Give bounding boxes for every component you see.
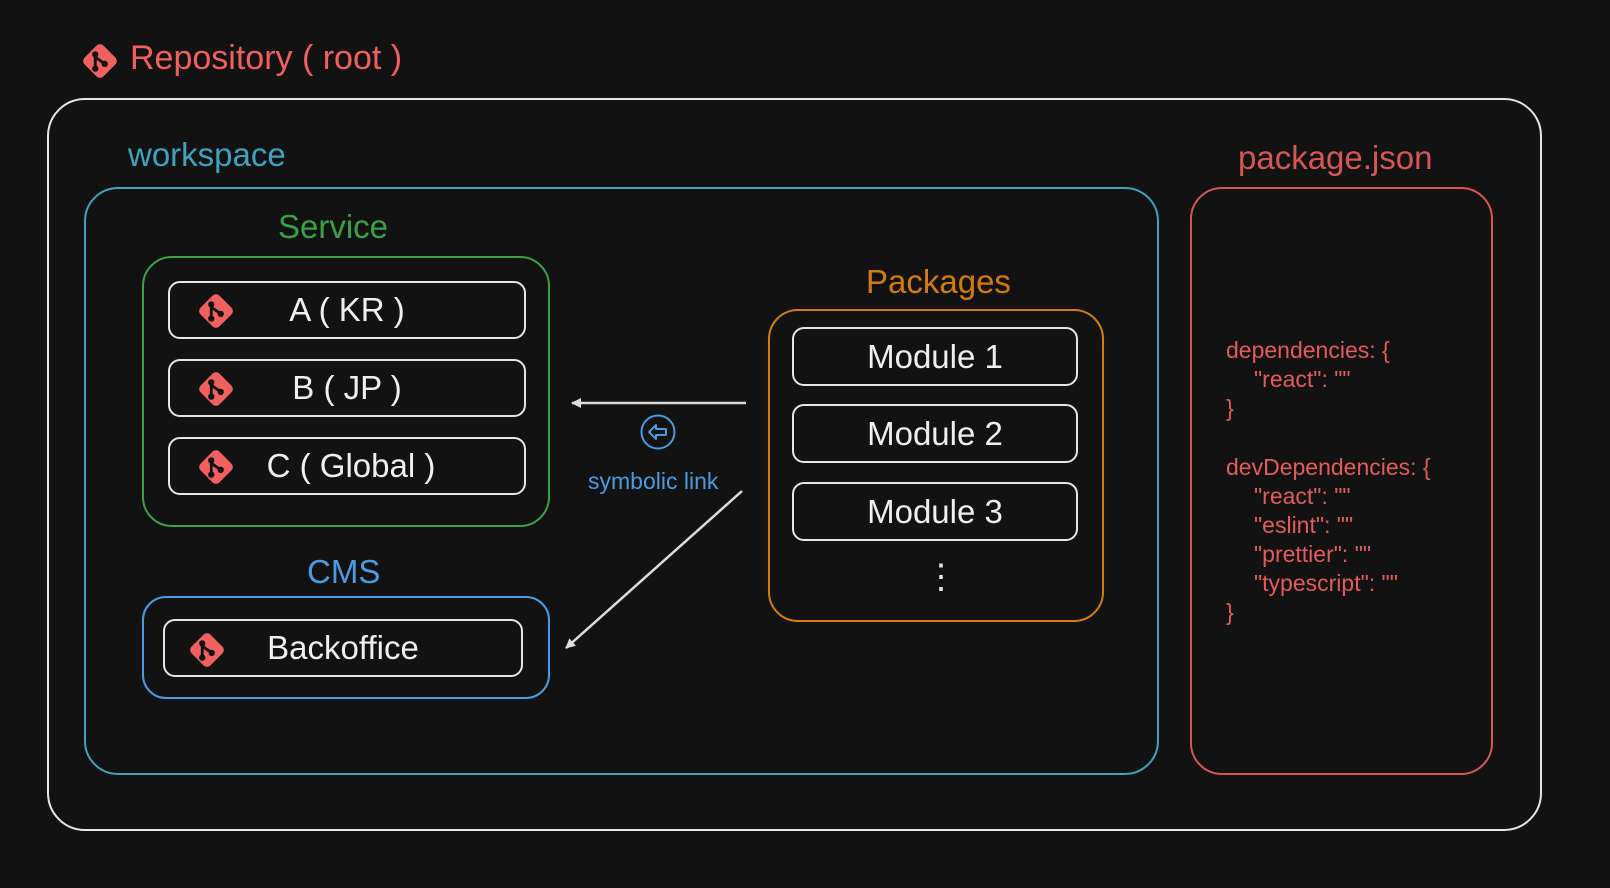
package-module-label: Module 3 (867, 492, 1003, 530)
workspace-title: workspace (128, 136, 286, 173)
package-json-box (1190, 187, 1493, 775)
repository-box (47, 98, 1542, 831)
cms-title: CMS (307, 553, 381, 590)
dev-dependency-entry: "typescript": "" (1254, 570, 1398, 596)
dev-dependency-entry: "eslint": "" (1254, 512, 1354, 538)
cms-item-label: Backoffice (267, 629, 419, 666)
arrow-to-cms (565, 490, 743, 649)
workspace-box (84, 187, 1159, 775)
dev-dependencies-close: } (1226, 599, 1234, 625)
dev-dependency-entry: "react": "" (1254, 483, 1351, 509)
cms-item-backoffice[interactable]: Backoffice (163, 619, 523, 677)
service-item-c[interactable]: C ( Global ) (168, 437, 526, 495)
repository-title: Repository ( root ) (130, 39, 403, 77)
dev-dependencies-open: devDependencies: { (1226, 454, 1431, 480)
packages-title: Packages (866, 263, 1011, 300)
service-title: Service (278, 208, 389, 245)
service-item-label: B ( JP ) (292, 369, 402, 406)
package-module-label: Module 2 (867, 414, 1003, 452)
service-item-a[interactable]: A ( KR ) (168, 281, 526, 339)
service-item-label: A ( KR ) (289, 291, 405, 328)
package-module-3[interactable]: Module 3 (792, 482, 1078, 541)
dependencies-close: } (1226, 395, 1234, 421)
package-module-label: Module 1 (867, 337, 1003, 375)
package-module-2[interactable]: Module 2 (792, 404, 1078, 463)
cms-box (142, 596, 550, 699)
dependencies-open: dependencies: { (1226, 337, 1390, 363)
service-box (142, 256, 550, 527)
dev-dependency-entry: "prettier": "" (1254, 541, 1372, 567)
packages-box (768, 309, 1104, 622)
package-json-title: package.json (1238, 139, 1433, 176)
dependency-entry: "react": "" (1254, 366, 1351, 392)
packages-more-indicator: ⋮ (924, 558, 958, 596)
service-item-label: C ( Global ) (266, 447, 436, 484)
service-item-b[interactable]: B ( JP ) (168, 359, 526, 417)
link-arrow-icon (640, 414, 676, 450)
symbolic-link-label: symbolic link (588, 468, 719, 494)
package-module-1[interactable]: Module 1 (792, 327, 1078, 386)
